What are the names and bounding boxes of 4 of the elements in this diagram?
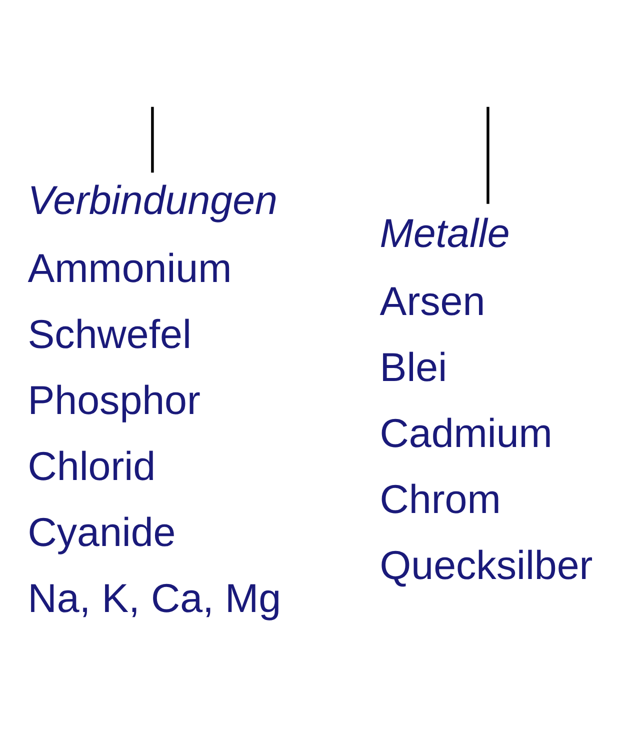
connector <box>486 106 490 204</box>
node-text: Verbindungen Ammonium Schwefel Phosphor Chlorid Cyanide Na, K, Ca, Mg <box>28 177 282 621</box>
connector <box>151 106 154 173</box>
node-text: Metalle Arsen Blei Cadmium Chrom Quecksilber <box>380 210 593 588</box>
